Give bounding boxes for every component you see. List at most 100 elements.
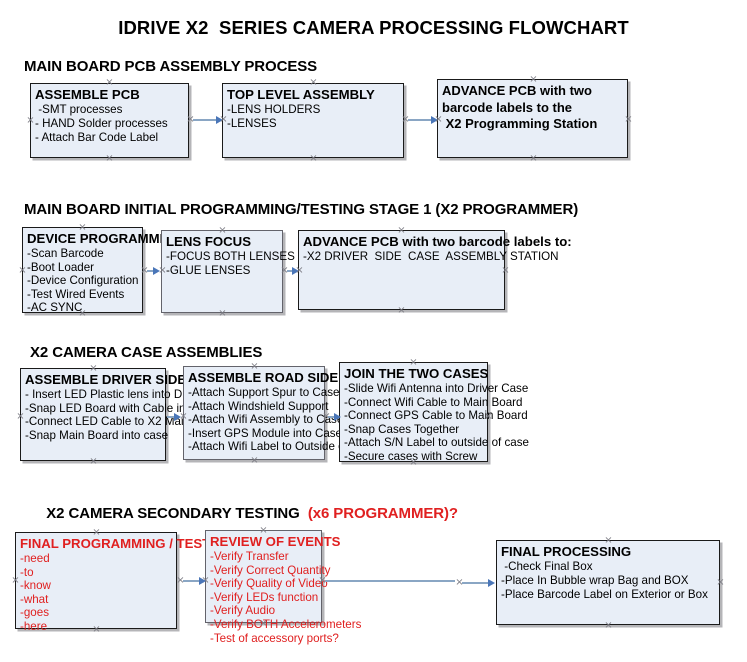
box-title: DEVICE PROGRAMMING (27, 231, 184, 246)
connector-arrowhead (334, 412, 341, 421)
box-line: -AC SYNC (27, 301, 83, 315)
box-final-programming-testing[interactable]: FINAL PROGRAMMING / TESTING -need -to -k… (15, 532, 234, 633)
box-line: ADVANCE PCB with two (442, 83, 592, 98)
box-line: -goes (20, 606, 50, 620)
connector-line (147, 270, 155, 272)
connection-handle-bottom[interactable] (397, 306, 406, 315)
connection-handle-top[interactable] (105, 78, 114, 87)
connection-handle-top[interactable] (309, 78, 318, 87)
box-line: - Attach Bar Code Label (35, 131, 159, 145)
connection-handle-bottom[interactable] (309, 154, 318, 163)
box-lens-focus[interactable]: LENS FOCUS -FOCUS BOTH LENSES -GLUE LENS… (161, 230, 295, 313)
connection-handle-bottom[interactable] (259, 619, 268, 628)
section-heading-x2-camera-case-assemblies: X2 CAMERA CASE ASSEMBLIES (30, 344, 263, 361)
connector-line (408, 119, 433, 121)
box-line: -Verify Quality of Video (210, 577, 328, 591)
connection-handle-top[interactable] (409, 358, 418, 367)
connector-arrowhead (199, 576, 206, 585)
connection-handle-top[interactable] (604, 536, 613, 545)
connection-handle-right[interactable] (624, 115, 633, 124)
box-line: -Insert GPS Module into Case (188, 426, 343, 440)
connection-handle-bottom[interactable] (250, 456, 259, 465)
section-heading-text: X2 CAMERA SECONDARY TESTING (46, 505, 308, 522)
box-review-of-events[interactable]: REVIEW OF EVENTS -Verify Transfer -Verif… (205, 530, 361, 645)
connection-handle-top[interactable] (250, 362, 259, 371)
connection-handle-top[interactable] (89, 364, 98, 373)
connection-handle-left[interactable] (16, 412, 25, 421)
connection-handle-top[interactable] (92, 528, 101, 537)
connection-handle-left[interactable] (26, 116, 35, 125)
box-top-level-assembly[interactable]: TOP LEVEL ASSEMBLY -LENS HOLDERS -LENSES (222, 83, 404, 158)
connection-handle-top[interactable] (529, 75, 538, 84)
connection-handle-bottom[interactable] (105, 154, 114, 163)
connector-arrowhead (153, 266, 160, 275)
box-line: -Connect GPS Cable to Main Board (344, 409, 528, 423)
connection-handle-bottom[interactable] (218, 309, 227, 318)
box-line: barcode labels to the (442, 99, 573, 115)
connector-handle-end[interactable] (295, 266, 304, 275)
box-line: -Device Configuration (27, 274, 139, 288)
connection-handle-right[interactable] (501, 266, 510, 275)
box-assemble-driver-side-case[interactable]: ASSEMBLE DRIVER SIDE CASE - Insert LED P… (20, 368, 235, 461)
box-title: ASSEMBLE ROAD SIDE CASE (188, 370, 379, 385)
connection-handle-left[interactable] (18, 266, 27, 275)
connection-handle-bottom[interactable] (92, 625, 101, 634)
box-line: - HAND Solder processes (35, 117, 168, 131)
box-line: -Slide Wifi Antenna into Driver Case (344, 382, 529, 395)
connector-handle-end[interactable] (219, 115, 228, 124)
connection-handle-bottom[interactable] (409, 458, 418, 467)
connection-handle-bottom[interactable] (89, 457, 98, 466)
connector-arrowhead (174, 412, 181, 421)
connector-line (183, 580, 202, 582)
connection-handle-top[interactable] (259, 526, 268, 535)
page-title: IDRIVE X2 SERIES CAMERA PROCESSING FLOWC… (118, 17, 629, 38)
box-assemble-pcb[interactable]: ASSEMBLE PCB -SMT processes - HAND Solde… (30, 83, 189, 158)
box-title: ASSEMBLE PCB (35, 87, 140, 102)
connection-handle-bottom[interactable] (529, 154, 538, 163)
connection-handle-top[interactable] (397, 226, 406, 235)
box-line: -Connect LED Cable to X2 Main Board (25, 415, 225, 429)
connection-handle-right[interactable] (716, 578, 725, 587)
connection-handle-right[interactable] (484, 412, 493, 421)
box-line: -Attach Support Spur to Case (188, 386, 340, 399)
connector-arrowhead (488, 578, 495, 587)
box-line: -X2 DRIVER SIDE CASE ASSEMBLY STATION (303, 250, 559, 263)
box-line: -Verify Audio (210, 604, 276, 618)
connector-handle-end[interactable] (158, 266, 167, 275)
box-line: -what (20, 592, 49, 606)
section-heading-x2-camera-secondary-testing: X2 CAMERA SECONDARY TESTING (x6 PROGRAMM… (30, 488, 458, 539)
box-line: -Scan Barcode (27, 247, 104, 260)
box-advance-pcb-to-x2-programming-station[interactable]: ADVANCE PCB with two barcode labels to t… (437, 79, 628, 158)
box-final-processing[interactable]: FINAL PROCESSING -Check Final Box -Place… (496, 540, 720, 625)
connector-line (287, 270, 294, 272)
box-title: TOP LEVEL ASSEMBLY (227, 87, 375, 102)
box-device-programming[interactable]: DEVICE PROGRAMMING -Scan Barcode -Boot L… (22, 227, 184, 315)
box-line: -Snap Main Board into case (25, 428, 169, 442)
connection-handle-top[interactable] (78, 223, 87, 232)
box-advance-pcb-to-driver-side-case-assembly[interactable]: ADVANCE PCB with two barcode labels to: … (298, 230, 572, 310)
box-line: -know (20, 579, 51, 593)
box-assemble-road-side-case[interactable]: ASSEMBLE ROAD SIDE CASE -Attach Support … (183, 366, 379, 460)
box-title: ADVANCE PCB with two barcode labels to: (303, 234, 572, 249)
box-line: -LENSES (227, 117, 277, 131)
section-heading-main-board-pcb-assembly: MAIN BOARD PCB ASSEMBLY PROCESS (24, 58, 318, 75)
connector-line (328, 416, 336, 418)
box-title: ASSEMBLE DRIVER SIDE CASE (25, 372, 227, 387)
connection-handle-left[interactable] (11, 576, 20, 585)
box-title: REVIEW OF EVENTS (210, 534, 341, 549)
box-line: -to (20, 565, 34, 579)
box-line: -Place Barcode Label on Exterior or Box (501, 588, 708, 602)
box-line-overflow: -Test of accessory ports? (210, 631, 339, 645)
box-line: -Verify LEDs function (210, 590, 319, 604)
connection-handle-bottom[interactable] (604, 621, 613, 630)
box-line: -Attach Windshield Support (188, 399, 329, 413)
box-join-the-two-cases[interactable]: JOIN THE TWO CASES -Slide Wifi Antenna i… (339, 362, 529, 463)
connector-handle-end[interactable] (434, 115, 443, 124)
box-title: FINAL PROCESSING (501, 544, 632, 559)
box-title: LENS FOCUS (166, 234, 251, 249)
connection-handle-top[interactable] (218, 226, 227, 235)
connection-handle-bottom[interactable] (78, 309, 87, 318)
box-line: -need (20, 552, 50, 565)
connector-line (167, 416, 177, 418)
